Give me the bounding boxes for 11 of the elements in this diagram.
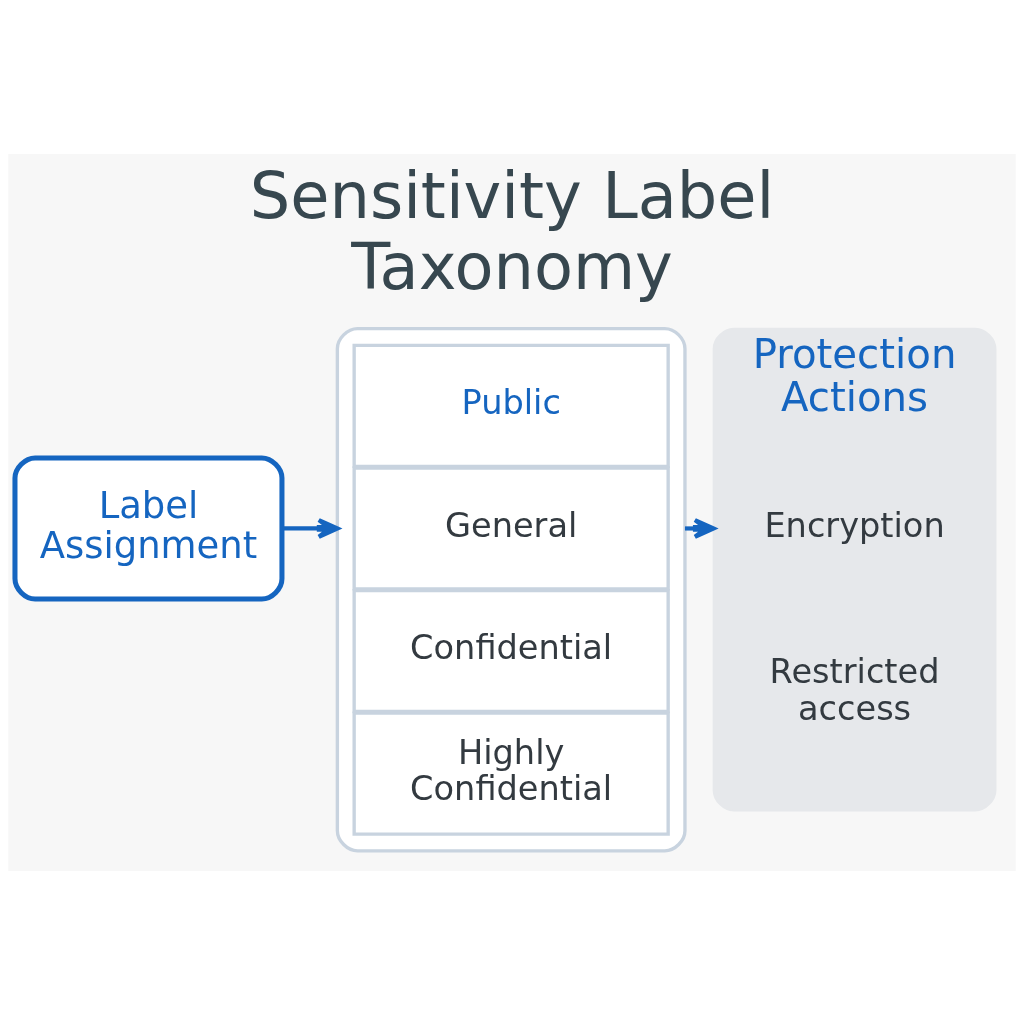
node-text: Encryption bbox=[764, 505, 945, 545]
cluster bbox=[335, 326, 687, 853]
node-text: Restricted access bbox=[769, 651, 940, 728]
node-box: Public bbox=[352, 343, 670, 468]
node-box: Highly Confidential bbox=[352, 711, 670, 836]
arrow bbox=[684, 517, 716, 539]
diagram-title: Sensitivity Label Taxonomy bbox=[249, 158, 775, 304]
node-box: General bbox=[352, 465, 670, 591]
node-box: Confidential bbox=[352, 588, 670, 713]
node-box: Label Assignment bbox=[12, 454, 285, 601]
arrow bbox=[282, 517, 340, 539]
